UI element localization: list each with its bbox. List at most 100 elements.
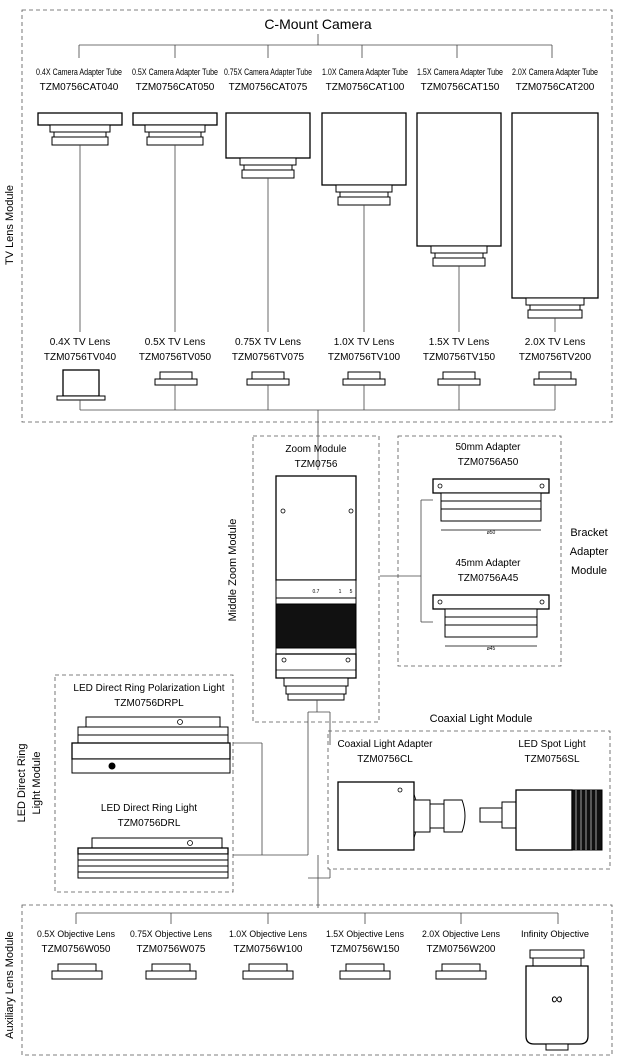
diagram-title: C-Mount Camera [264,16,372,32]
bracket-adapter-module-label-3: Module [571,565,607,577]
camera-adapter-0.5x: 0.5X Camera Adapter Tube TZM0756CAT050 [132,67,218,93]
svg-text:LED Spot Light: LED Spot Light [518,739,585,750]
tv-lens-module-label: TV Lens Module [4,185,16,265]
svg-text:LED Direct Ring Polarization L: LED Direct Ring Polarization Light [73,683,224,694]
svg-text:TZM0756TV050: TZM0756TV050 [139,352,212,363]
svg-text:TZM0756CL: TZM0756CL [357,754,413,765]
svg-text:TZM0756CAT200: TZM0756CAT200 [516,82,595,93]
svg-text:TZM0756CAT150: TZM0756CAT150 [421,82,500,93]
svg-text:LED Direct Ring Light: LED Direct Ring Light [101,803,197,814]
svg-text:TZM0756CAT100: TZM0756CAT100 [326,82,405,93]
svg-text:TZM0756W075: TZM0756W075 [137,944,206,955]
camera-adapter-tube-icon [321,112,407,206]
svg-text:0.4X Camera Adapter Tube: 0.4X Camera Adapter Tube [36,67,122,77]
svg-text:0.75X TV Lens: 0.75X TV Lens [235,337,301,348]
tv-lens-icon [533,371,577,386]
svg-text:TZM0756W100: TZM0756W100 [234,944,303,955]
camera-adapter-tube-icon [511,112,599,319]
svg-text:2.0X Objective Lens: 2.0X Objective Lens [422,929,500,939]
objective-lens-2.0x: 2.0X Objective Lens TZM0756W200 [422,929,500,980]
svg-text:ø45: ø45 [487,646,496,652]
svg-text:Coaxial Light Adapter: Coaxial Light Adapter [337,739,433,750]
objective-lens-1.0x: 1.0X Objective Lens TZM0756W100 [229,929,307,980]
auxiliary-lens-module-box [21,904,613,1056]
bracket-adapter-45mm: 45mm Adapter TZM0756A45 ø45 [432,558,550,652]
camera-adapter-0.75x: 0.75X Camera Adapter Tube TZM0756CAT075 [224,67,312,93]
svg-text:0.7: 0.7 [313,589,320,595]
svg-text:Infinity Objective: Infinity Objective [521,929,589,939]
camera-adapter-1.5x: 1.5X Camera Adapter Tube TZM0756CAT150 [417,67,503,93]
svg-text:TZM0756TV200: TZM0756TV200 [519,352,592,363]
zoom-module-name: Zoom Module [285,444,347,455]
bracket-adapter-module-label-1: Bracket [570,527,607,539]
camera-adapter-tube-icon [132,112,218,146]
infinity-symbol-icon: ∞ [551,991,562,1008]
svg-text:1.0X Camera Adapter Tube: 1.0X Camera Adapter Tube [322,67,408,77]
led-ring-light-module-label-1: LED Direct Ring [16,744,28,823]
svg-text:1.5X TV Lens: 1.5X TV Lens [429,337,489,348]
coaxial-light-module-label: Coaxial Light Module [430,713,533,725]
objective-lens-1.5x: 1.5X Objective Lens TZM0756W150 [326,929,404,980]
svg-text:TZM0756TV150: TZM0756TV150 [423,352,496,363]
coaxial-light-module-box [327,730,611,870]
led-ring-light-module-label-2: Light Module [31,752,43,815]
svg-text:TZM0756CAT040: TZM0756CAT040 [40,82,119,93]
svg-text:0.75X Objective Lens: 0.75X Objective Lens [130,929,212,939]
svg-text:2.0X Camera Adapter Tube: 2.0X Camera Adapter Tube [512,67,598,77]
objective-lens-0.5x: 0.5X Objective Lens TZM0756W050 [37,929,115,980]
objective-lens-0.75x: 0.75X Objective Lens TZM0756W075 [130,929,212,980]
svg-text:TZM0756CAT050: TZM0756CAT050 [136,82,215,93]
tv-lens-icon [437,371,481,386]
tv-lens-0.4x: 0.4X TV Lens TZM0756TV040 [44,337,117,363]
tv-lens-icon [56,369,106,401]
svg-text:TZM0756DRPL: TZM0756DRPL [114,698,184,709]
zoom-module-code: TZM0756 [295,459,338,470]
svg-text:1.0X TV Lens: 1.0X TV Lens [334,337,394,348]
tv-lens-icon [246,371,290,386]
svg-text:TZM0756CAT075: TZM0756CAT075 [229,82,308,93]
tv-lens-2.0x: 2.0X TV Lens TZM0756TV200 [519,337,592,363]
tv-lens-0.5x: 0.5X TV Lens TZM0756TV050 [139,337,212,363]
svg-text:TZM0756A50: TZM0756A50 [458,457,519,468]
svg-text:1.0X Objective Lens: 1.0X Objective Lens [229,929,307,939]
camera-adapter-2.0x: 2.0X Camera Adapter Tube TZM0756CAT200 [512,67,598,93]
camera-adapter-tube-icon [225,112,311,179]
tv-lens-0.75x: 0.75X TV Lens TZM0756TV075 [232,337,305,363]
auxiliary-lens-module-label: Auxiliary Lens Module [4,931,16,1039]
tv-lens-1.0x: 1.0X TV Lens TZM0756TV100 [328,337,401,363]
svg-text:TZM0756W050: TZM0756W050 [42,944,111,955]
svg-text:TZM0756TV075: TZM0756TV075 [232,352,305,363]
svg-text:TZM0756W200: TZM0756W200 [427,944,496,955]
tv-lens-icon [342,371,386,386]
svg-text:0.4X TV Lens: 0.4X TV Lens [50,337,110,348]
led-direct-ring-polarization-light: LED Direct Ring Polarization Light TZM07… [71,683,231,774]
svg-text:1.5X Objective Lens: 1.5X Objective Lens [326,929,404,939]
svg-text:TZM0756SL: TZM0756SL [524,754,579,765]
infinity-objective: Infinity Objective ∞ [521,929,589,1051]
tv-lens-1.5x: 1.5X TV Lens TZM0756TV150 [423,337,496,363]
svg-text:0.5X TV Lens: 0.5X TV Lens [145,337,205,348]
led-spot-light: LED Spot Light TZM0756SL [479,739,603,851]
svg-text:1: 1 [339,589,342,595]
camera-adapter-1.0x: 1.0X Camera Adapter Tube TZM0756CAT100 [322,67,408,93]
bracket-adapter-50mm: 50mm Adapter TZM0756A50 ø50 [432,442,550,536]
camera-adapter-0.4x: 0.4X Camera Adapter Tube TZM0756CAT040 [36,67,122,93]
tv-lens-icon [154,371,198,386]
led-ring-light-module-box [54,674,234,893]
svg-text:50mm Adapter: 50mm Adapter [455,442,521,453]
camera-adapter-tube-icon [37,112,123,146]
bracket-adapter-module-label-2: Adapter [570,546,609,558]
middle-zoom-module-label: Middle Zoom Module [227,519,239,622]
svg-text:TZM0756W150: TZM0756W150 [331,944,400,955]
middle-zoom-module-box [252,435,380,723]
tv-lens-module-box [21,9,613,423]
svg-text:TZM0756DRL: TZM0756DRL [118,818,181,829]
svg-text:0.5X Objective Lens: 0.5X Objective Lens [37,929,115,939]
svg-text:5: 5 [350,589,353,595]
svg-text:TZM0756TV040: TZM0756TV040 [44,352,117,363]
camera-adapter-tube-icon [416,112,502,267]
svg-text:0.75X Camera Adapter Tube: 0.75X Camera Adapter Tube [224,67,312,77]
svg-text:0.5X Camera Adapter Tube: 0.5X Camera Adapter Tube [132,67,218,77]
led-direct-ring-light: LED Direct Ring Light TZM0756DRL [77,803,229,879]
